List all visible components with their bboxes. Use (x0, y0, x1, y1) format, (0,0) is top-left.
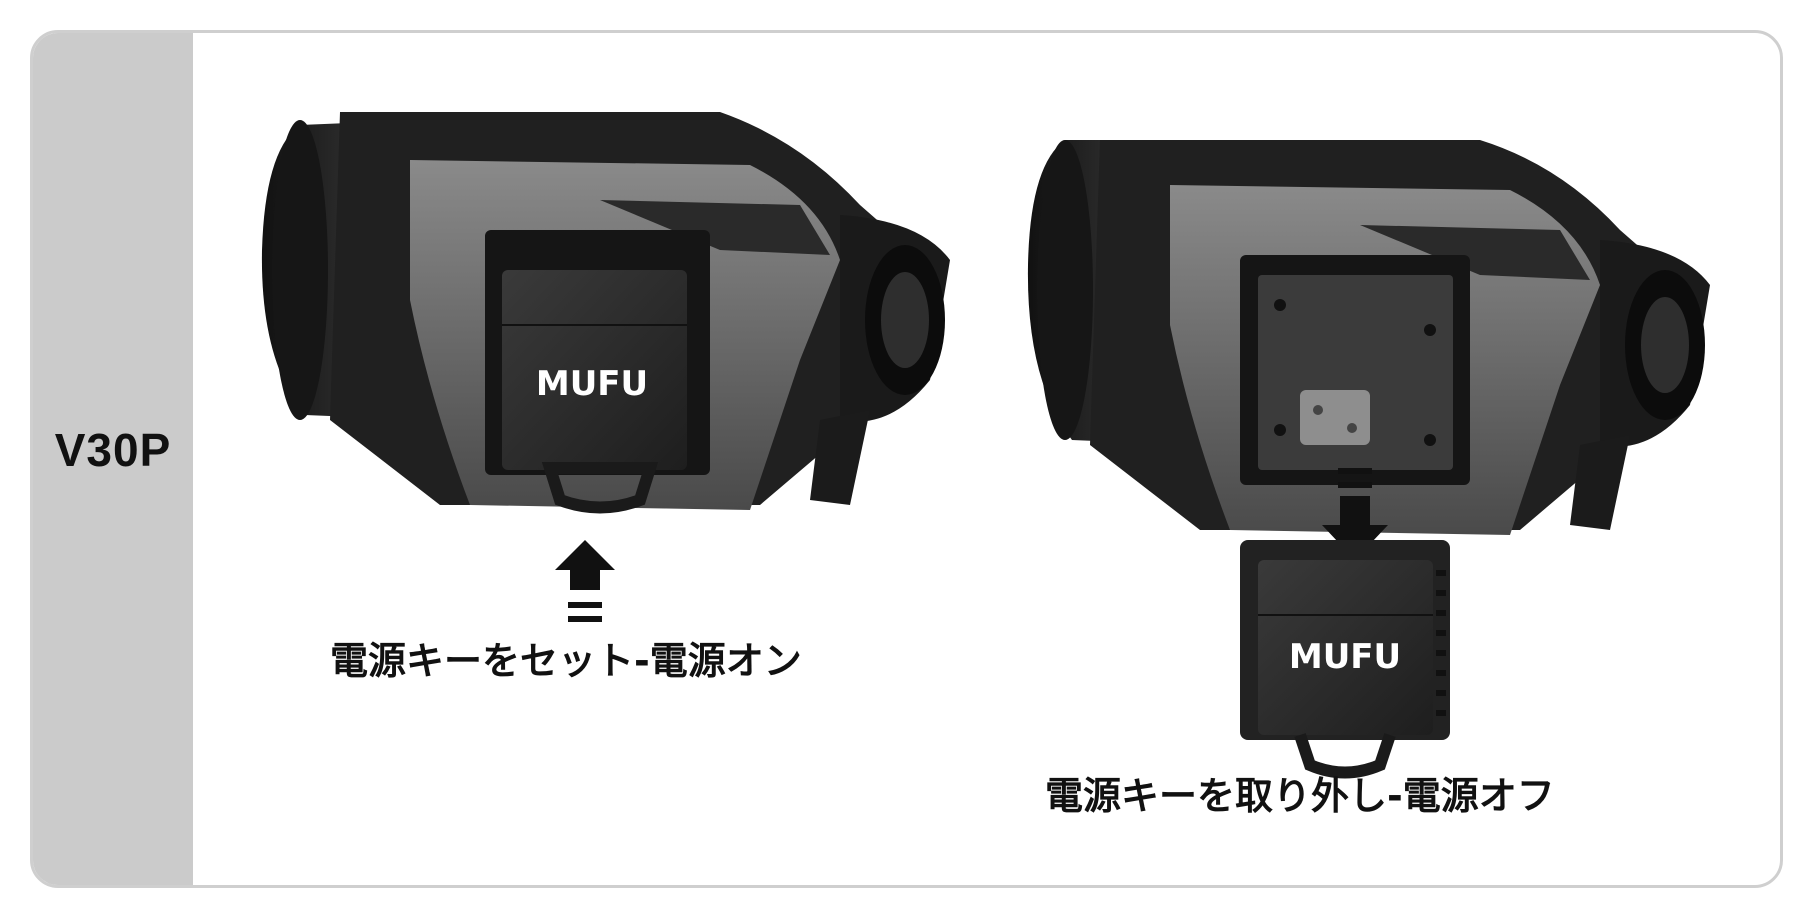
key-logo: MUFU (1289, 637, 1401, 677)
slot-contact-plate (1300, 390, 1370, 445)
caption-power-off: 電源キーを取り外し-電源オフ (1045, 765, 1555, 820)
camera-with-key: MUFU (262, 112, 950, 510)
power-key-removed: MUFU (1240, 540, 1450, 773)
key-logo: MUFU (536, 364, 648, 404)
arrow-up-with-bars-icon (555, 540, 615, 622)
camera-without-key (1028, 140, 1710, 535)
caption-power-on: 電源キーをセット-電源オン (330, 630, 802, 685)
